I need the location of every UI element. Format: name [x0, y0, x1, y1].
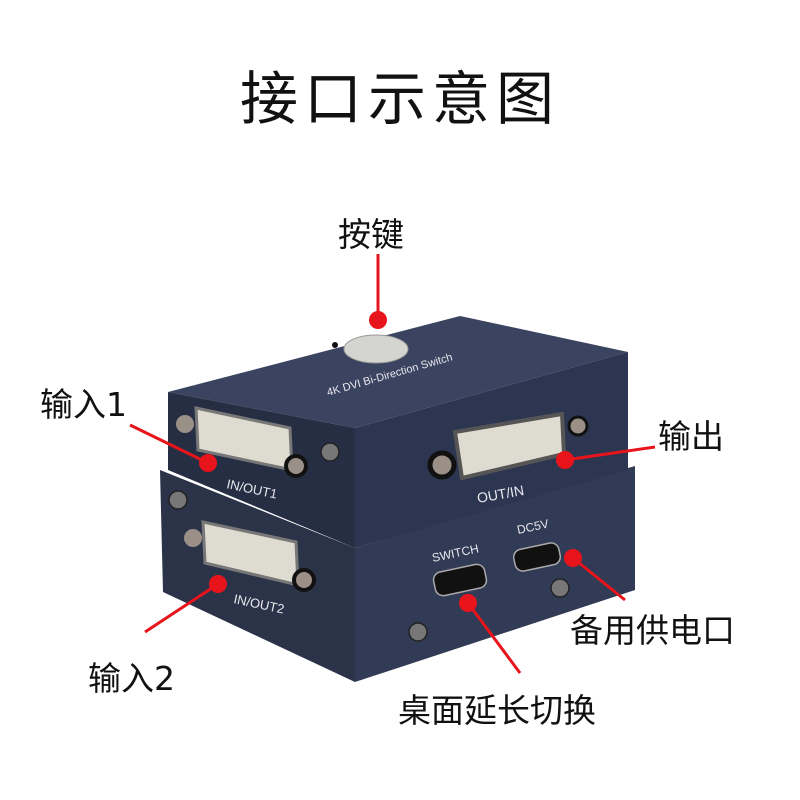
callout-output: 输出: [658, 417, 724, 456]
indicator-led: [332, 342, 338, 348]
callout-button: 按键: [338, 215, 404, 254]
callout-desktop-switch: 桌面延长切换: [398, 691, 596, 730]
top-box-top-face: [168, 316, 628, 428]
callout-input2: 输入2: [88, 659, 175, 698]
screw-icons: [168, 442, 570, 642]
dc5v-port[interactable]: [512, 541, 562, 572]
page-title: 接口示意图: [239, 65, 560, 133]
callout-backup-power: 备用供电口: [570, 611, 735, 650]
dvi-port-in-out2[interactable]: [184, 520, 316, 592]
port-label-dc5v: DC5V: [516, 517, 550, 537]
switch-button[interactable]: [343, 334, 409, 364]
switch-port[interactable]: [432, 563, 488, 597]
callout-input1: 输入1: [40, 385, 127, 424]
dvi-port-in-out1[interactable]: [176, 406, 308, 478]
callout-lines: [129, 254, 656, 674]
